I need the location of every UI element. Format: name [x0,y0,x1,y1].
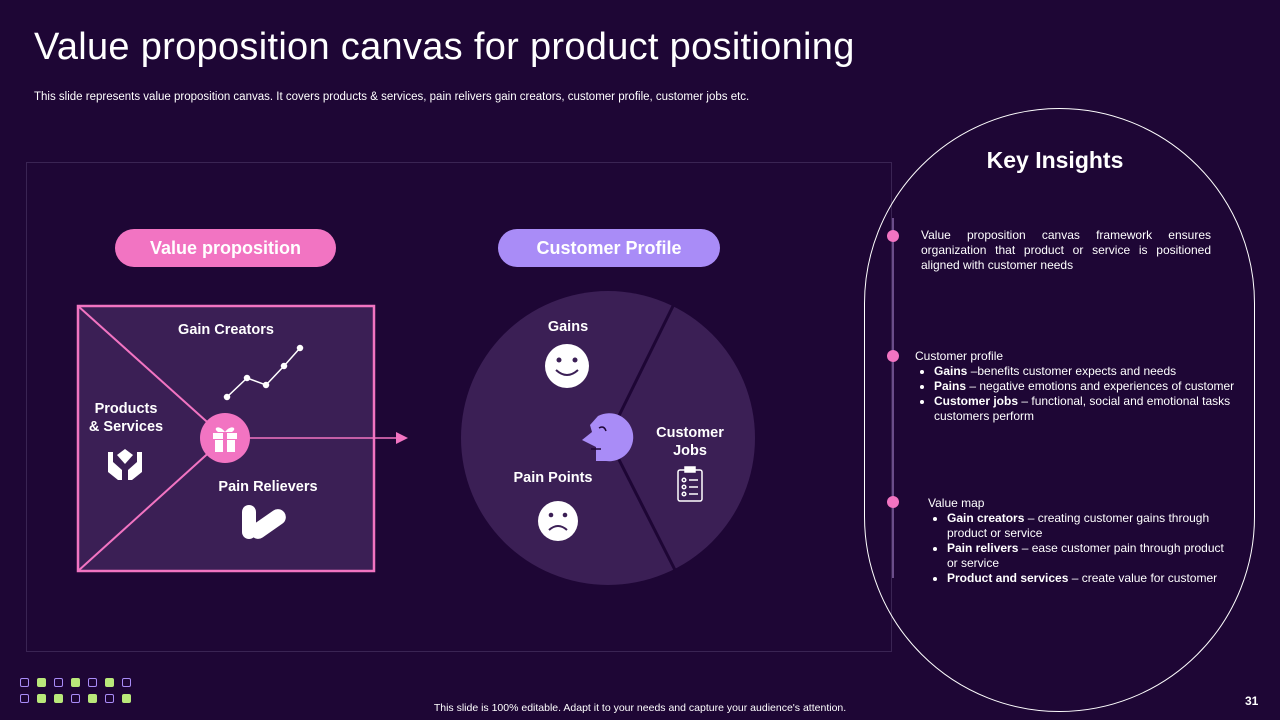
page-number: 31 [1245,694,1259,708]
sad-face-icon [538,501,578,541]
list-item: Pains – negative emotions and experience… [934,379,1240,394]
products-services-label: Products & Services [80,400,172,436]
hands-diamond-icon [108,449,142,480]
gift-icon [200,413,250,463]
arrow-head [396,432,408,444]
value-map-divider-top [77,305,226,439]
slide-subtitle: This slide represents value proposition … [34,91,750,103]
key-insights-title: Key Insights [986,147,1124,173]
insight-item-1: Value proposition canvas framework ensur… [921,228,1211,272]
customer-jobs-label: Customer Jobs [640,424,740,460]
value-map-divider-bottom [77,437,226,572]
insight-item-3-list: Gain creators – creating customer gains … [928,511,1228,586]
customer-profile-pill: Customer Profile [498,229,720,267]
insight-dot-1 [887,230,899,242]
list-item: Product and services – create value for … [947,571,1228,586]
insight-item-2: Customer profile Gains –benefits custome… [915,349,1240,424]
pain-points-label: Pain Points [513,470,593,486]
insight-dot-3 [887,496,899,508]
value-proposition-pill: Value proposition [115,229,336,267]
checklist-icon [677,466,703,502]
gains-label: Gains [547,319,589,335]
pain-relievers-label: Pain Relievers [218,479,318,495]
pills-icon [242,505,286,539]
smiley-icon [545,344,589,388]
customer-jobs-line2: Jobs [673,443,707,459]
insight-item-2-heading: Customer profile [915,349,1004,363]
canvas-frame [26,162,892,652]
key-insights-panel [864,108,1255,712]
insight-dot-2 [887,350,899,362]
products-services-line1: Products [94,401,158,417]
slide-footer: This slide is 100% editable. Adapt it to… [433,702,847,714]
slide-title: Value proposition canvas for product pos… [34,26,855,68]
insight-item-3-heading: Value map [928,496,985,510]
customer-jobs-line1: Customer [656,425,724,441]
list-item: Pain relivers – ease customer pain throu… [947,541,1228,571]
list-item: Gains –benefits customer expects and nee… [934,364,1240,379]
head-profile-icon [582,413,634,462]
insights-timeline [892,218,894,578]
list-item: Customer jobs – functional, social and e… [934,394,1240,424]
profile-divider-bottom [606,437,677,571]
list-item: Gain creators – creating customer gains … [947,511,1228,541]
gain-creators-label: Gain Creators [178,322,274,338]
products-services-line2: & Services [88,419,164,435]
insight-item-2-list: Gains –benefits customer expects and nee… [915,364,1240,424]
insight-item-3: Value map Gain creators – creating custo… [928,496,1228,586]
line-chart-icon [223,344,304,401]
